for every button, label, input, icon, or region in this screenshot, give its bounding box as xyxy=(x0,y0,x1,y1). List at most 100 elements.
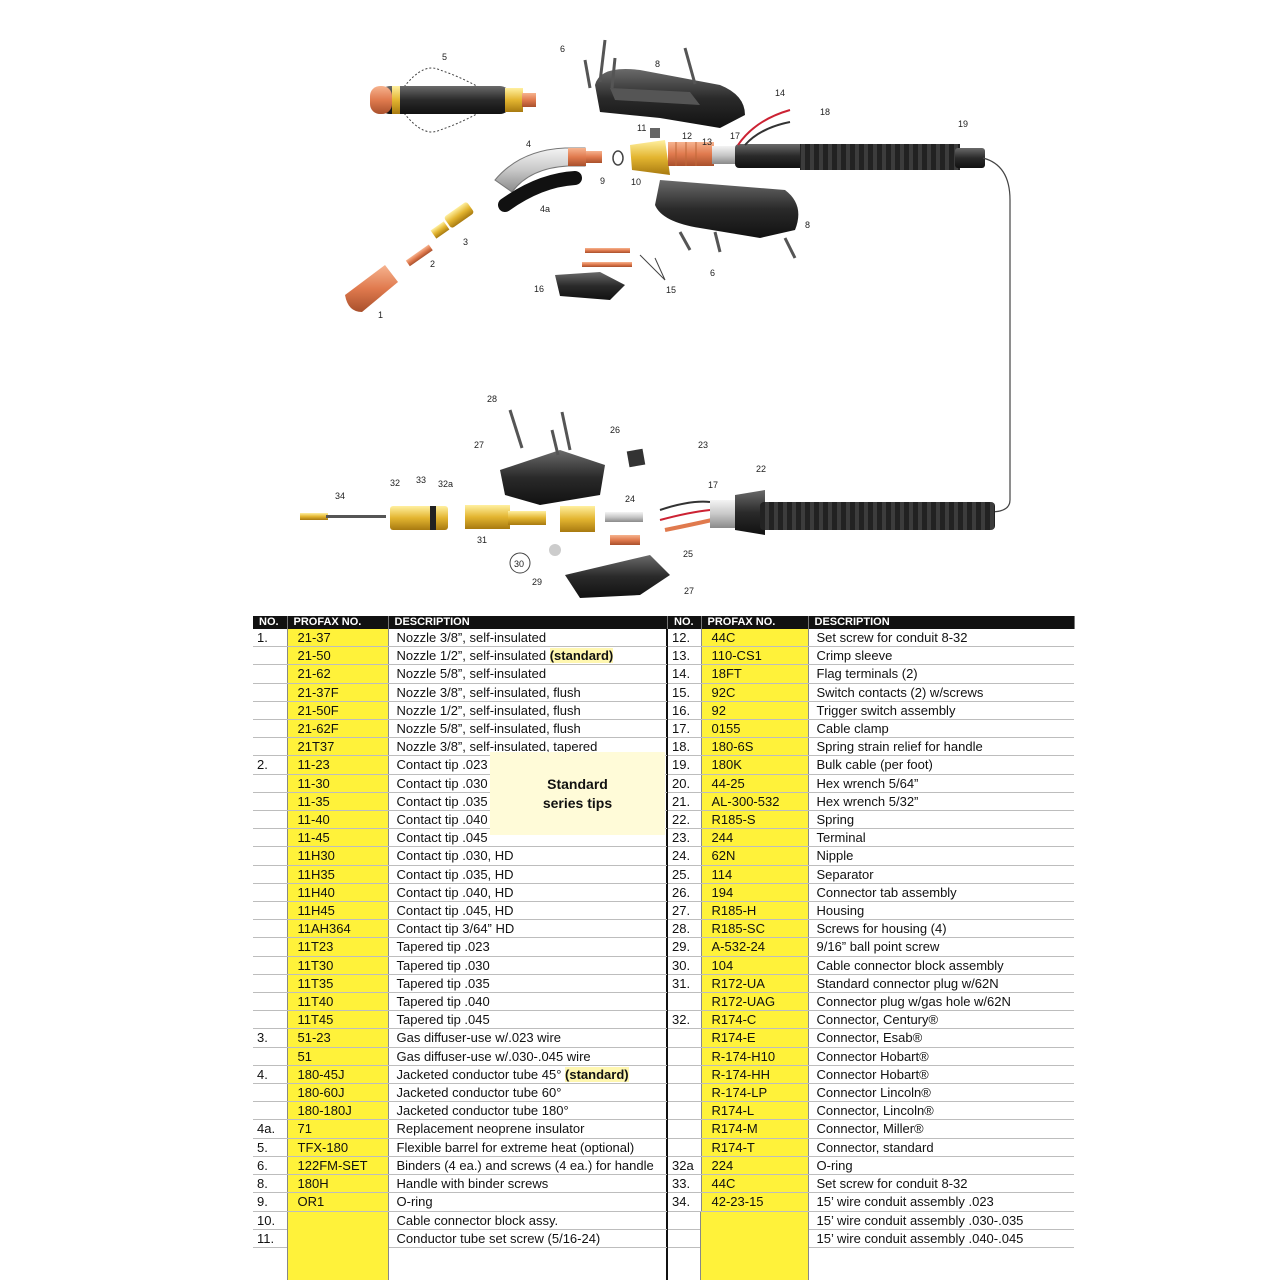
description-text: Nozzle 1/2”, self-insulated xyxy=(396,648,547,664)
item-number xyxy=(253,810,288,830)
profax-part-number: R174-L xyxy=(701,1101,808,1121)
item-number xyxy=(253,883,288,903)
item-number xyxy=(253,774,288,793)
profax-part-number: R185-S xyxy=(701,810,808,830)
part-5-flexible-barrel xyxy=(370,67,536,133)
callout-31: 31 xyxy=(477,535,487,545)
profax-part-number: 92 xyxy=(701,700,808,721)
description-text: Conductor tube set screw (5/16-24) xyxy=(396,1230,601,1246)
item-number: 12. xyxy=(668,629,702,648)
description-text: Nozzle 3/8”, self-insulated, flush xyxy=(396,684,581,700)
description-text: Trigger switch assembly xyxy=(816,702,956,718)
callout-27a: 27 xyxy=(474,440,484,450)
description-text: Housing xyxy=(816,903,865,919)
profax-part-number: 11-40 xyxy=(287,810,388,830)
column-rule xyxy=(287,1212,288,1280)
callout-13: 13 xyxy=(702,137,712,147)
item-number: 28. xyxy=(668,919,702,939)
description-text: Screws for housing (4) xyxy=(816,921,947,937)
part-description: Connector tab assembly xyxy=(807,882,1074,903)
part-description: Bulk cable (per foot) xyxy=(807,755,1074,775)
item-number xyxy=(253,919,288,939)
callout-11: 11 xyxy=(637,123,646,133)
table-divider xyxy=(666,616,668,1280)
callout-10: 10 xyxy=(631,177,641,187)
description-text: Contact tip .045 xyxy=(396,830,488,846)
profax-part-number: R172-UAG xyxy=(701,992,808,1012)
description-text: Nozzle 3/8”, self-insulated, tapered xyxy=(396,739,598,755)
profax-part-number: 21-62F xyxy=(287,719,388,739)
profax-part-number: 244 xyxy=(701,828,808,848)
callout-24: 24 xyxy=(625,494,635,504)
description-text: Flag terminals (2) xyxy=(816,666,918,682)
part-description: Standard connector plug w/62N xyxy=(807,973,1074,994)
item-number xyxy=(253,1083,288,1103)
description-text: Connector, Miller® xyxy=(816,1121,924,1137)
profax-part-number: R172-UA xyxy=(701,973,808,994)
description-text: Gas diffuser-use w/.030-.045 wire xyxy=(396,1048,591,1064)
item-number: 27. xyxy=(668,901,702,921)
profax-part-number: 11-30 xyxy=(287,774,388,793)
profax-part-number: 194 xyxy=(701,882,808,903)
profax-part-number: 180K xyxy=(701,755,808,775)
profax-part-number: 11T45 xyxy=(287,1010,388,1030)
part-3-gas-diffuser xyxy=(430,202,474,239)
profax-part-number: 21-37 xyxy=(287,629,388,648)
part-description: Spring xyxy=(807,810,1074,830)
profax-part-number: R-174-HH xyxy=(701,1065,808,1085)
profax-part-number: 0155 xyxy=(701,719,808,739)
item-number xyxy=(668,1101,702,1121)
part-18-19-cable xyxy=(712,109,1011,513)
callout-17a: 17 xyxy=(730,131,740,141)
part-description: 15’ wire conduit assembly .030-.035 xyxy=(807,1211,1074,1230)
profax-part-number: 11H45 xyxy=(287,901,388,921)
profax-part-number: A-532-24 xyxy=(701,937,808,957)
profax-part-number: 11AH364 xyxy=(287,919,388,939)
item-number xyxy=(253,1010,288,1030)
item-number: 16. xyxy=(668,700,702,721)
callout-14: 14 xyxy=(775,88,785,98)
item-number xyxy=(253,701,288,721)
header-profax-no: PROFAX NO. xyxy=(287,616,389,629)
description-text: Jacketed conductor tube 180° xyxy=(396,1103,569,1119)
standard-series-tips-note: Standard series tips xyxy=(490,752,665,835)
callout-34: 34 xyxy=(335,491,345,501)
description-text: Contact tip .035 xyxy=(396,793,488,809)
profax-part-number: 11T23 xyxy=(287,937,388,957)
description-text: Set screw for conduit 8-32 xyxy=(816,1176,968,1192)
description-text: 15’ wire conduit assembly .030-.035 xyxy=(816,1212,1024,1228)
part-description: Cable connector block assembly xyxy=(807,955,1074,975)
header-no: NO. xyxy=(668,616,702,629)
item-number xyxy=(253,846,288,866)
standard-badge: (standard) xyxy=(565,1066,629,1082)
part-8-handle-lower-half xyxy=(655,180,799,259)
description-text: Replacement neoprene insulator xyxy=(396,1121,585,1137)
item-number: 31. xyxy=(668,973,702,994)
part-description: Nipple xyxy=(807,846,1074,866)
profax-part-number: R-174-LP xyxy=(701,1083,808,1103)
part-description: Jacketed conductor tube 45° (standard) xyxy=(387,1064,667,1085)
item-number: 13. xyxy=(668,646,702,666)
part-description: Contact tip .045 xyxy=(387,828,667,848)
profax-part-number: TFX-180 xyxy=(287,1137,388,1157)
item-number xyxy=(668,1211,702,1230)
item-number xyxy=(253,1101,288,1121)
item-number xyxy=(253,664,288,684)
item-number: 2. xyxy=(253,755,288,775)
